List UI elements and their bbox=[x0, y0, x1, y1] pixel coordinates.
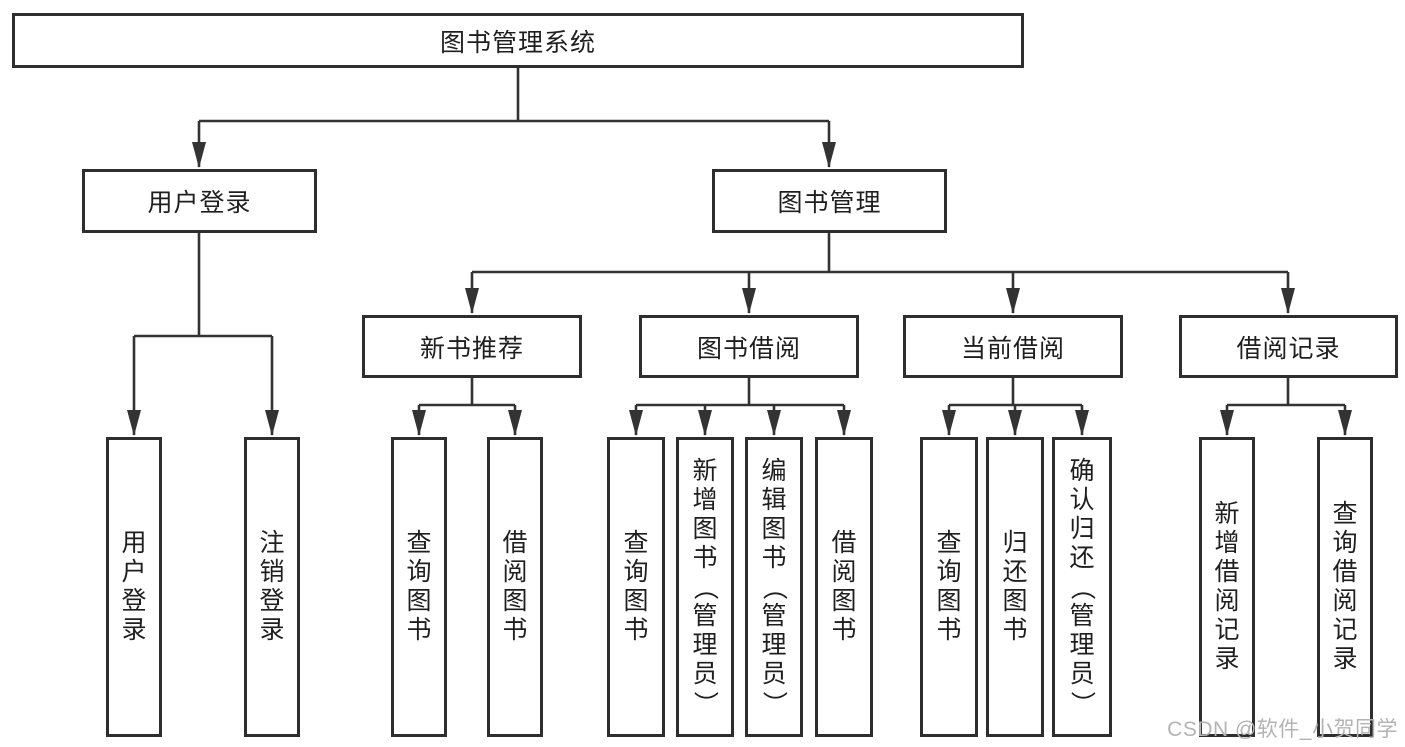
node-label: 编辑图书（管理员） bbox=[760, 456, 789, 716]
node-label: 当前借阅 bbox=[960, 334, 1065, 363]
node-label: 借阅图书 bbox=[502, 529, 528, 644]
node-label: 图书管理系统 bbox=[439, 28, 596, 57]
node-borrow-records: 借阅记录 bbox=[1179, 315, 1398, 378]
node-label: 用户登录 bbox=[121, 529, 147, 644]
node-label: 注销登录 bbox=[259, 529, 285, 644]
node-query-borrow-record: 查询借阅记录 bbox=[1317, 437, 1373, 737]
node-query-books-current: 查询图书 bbox=[920, 437, 978, 737]
node-label: 新增图书（管理员） bbox=[691, 456, 720, 716]
node-label: 借阅图书 bbox=[831, 529, 857, 644]
node-add-borrow-record: 新增借阅记录 bbox=[1199, 437, 1255, 737]
node-borrow-books-recommend: 借阅图书 bbox=[487, 437, 543, 737]
node-label: 用户登录 bbox=[147, 189, 252, 217]
node-label: 查询图书 bbox=[936, 529, 962, 644]
node-add-books-admin: 新增图书（管理员） bbox=[676, 437, 734, 737]
node-user-login: 用户登录 bbox=[82, 169, 317, 233]
node-edit-books-admin: 编辑图书（管理员） bbox=[745, 437, 803, 737]
node-label: 查询图书 bbox=[406, 529, 432, 644]
node-label: 归还图书 bbox=[1002, 529, 1028, 644]
node-label: 查询借阅记录 bbox=[1332, 500, 1358, 673]
node-return-books: 归还图书 bbox=[986, 437, 1044, 737]
node-library-system: 图书管理系统 bbox=[12, 13, 1024, 68]
csdn-watermark: CSDN @软件_小贺同学 bbox=[1167, 718, 1398, 741]
node-book-management: 图书管理 bbox=[712, 169, 947, 233]
node-user-login-leaf: 用户登录 bbox=[106, 437, 162, 737]
node-book-borrowing: 图书借阅 bbox=[639, 315, 859, 378]
node-label: 借阅记录 bbox=[1236, 334, 1341, 363]
node-logout-leaf: 注销登录 bbox=[244, 437, 300, 737]
node-label: 新增借阅记录 bbox=[1214, 500, 1240, 673]
node-new-book-recommend: 新书推荐 bbox=[362, 315, 582, 378]
node-label: 确认归还（管理员） bbox=[1068, 456, 1097, 716]
node-label: 新书推荐 bbox=[419, 334, 524, 363]
node-label: 查询图书 bbox=[623, 529, 649, 644]
node-current-borrowing: 当前借阅 bbox=[903, 315, 1123, 378]
node-confirm-return-admin: 确认归还（管理员） bbox=[1052, 437, 1112, 737]
node-query-books-borrowing: 查询图书 bbox=[607, 437, 665, 737]
node-borrow-books-leaf: 借阅图书 bbox=[815, 437, 873, 737]
node-query-books-recommend: 查询图书 bbox=[391, 437, 447, 737]
node-label: 图书管理 bbox=[777, 189, 882, 217]
node-label: 图书借阅 bbox=[696, 334, 801, 363]
